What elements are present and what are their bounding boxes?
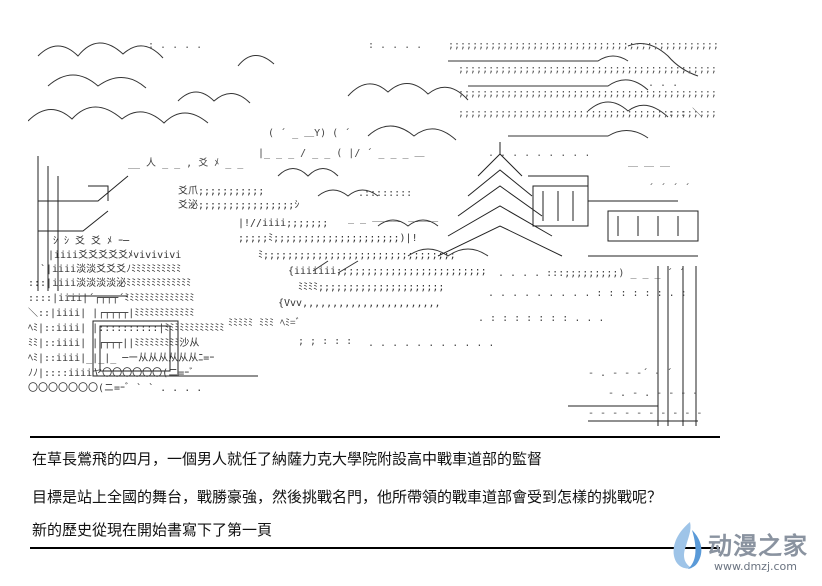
caption-line-3: 新的歷史從現在開始書寫下了第一頁 — [32, 521, 273, 539]
dmzj-logo-icon — [673, 522, 702, 569]
bottom-divider — [30, 547, 720, 549]
svg-text:__ 人 _ _ , 爻 ﾒ _ _: __ 人 _ _ , 爻 ﾒ _ _ — [128, 157, 244, 169]
top-divider — [30, 436, 720, 438]
svg-text:爻泌;;;;;;;;;;;;;;;;ｼ: 爻泌;;;;;;;;;;;;;;;;ｼ — [178, 198, 299, 211]
svg-text:|iiii爻爻爻爻爻ﾒvivivivi: |iiii爻爻爻爻爻ﾒvivivivi — [48, 249, 181, 261]
svg-text:;;;;;;;;;;;;;;;;;;;;;;;;;;;;;;: ;;;;;;;;;;;;;;;;;;;;;;;;;;;;;;;;;;;;;;;;… — [458, 88, 717, 99]
svg-text:: : ＼: : : ＼ — [668, 107, 702, 119]
svg-text:{iiiiiii;;;;;;;;;;;;;;;;;;;;;;: {iiiiiii;;;;;;;;;;;;;;;;;;;;;;;;; — [288, 266, 487, 277]
svg-text:.::::::::: .:::::::: — [358, 188, 412, 199]
svg-text:- . - - -´ - ´: - . - - -´ - ´ — [588, 367, 672, 379]
svg-text:ﾐﾐ|::iiii| |┌┬┬┬||ﾐﾐﾐﾐﾐﾐﾐﾐﾐ沙从: ﾐﾐ|::iiii| |┌┬┬┬||ﾐﾐﾐﾐﾐﾐﾐﾐﾐ沙从 — [28, 337, 199, 349]
svg-text:; ; : : :: ; ; : : : — [298, 336, 352, 347]
svg-text:ﾍﾐ|::iiii|_|_|_ ─ー从从从从从从ﾆ=ｰ: ﾍﾐ|::iiii|_|_|_ ─ー从从从从从从ﾆ=ｰ — [28, 353, 214, 364]
svg-text:´ ´ ´ ´: ´ ´ ´ ´ — [648, 182, 690, 194]
svg-text:ﾐﾐﾐﾐ;;;;;;;;;;;;;;;;;;;;;: ﾐﾐﾐﾐ;;;;;;;;;;;;;;;;;;;;; — [298, 282, 444, 293]
svg-text:`|iiii淡淡爻爻爻ﾉﾐﾐﾐﾐﾐﾐﾐﾐﾐﾐ: `|iiii淡淡爻爻爻ﾉﾐﾐﾐﾐﾐﾐﾐﾐﾐﾐ — [40, 263, 181, 275]
svg-text::::|iiii淡淡淡淡泌ﾐﾐﾐﾐﾐﾐﾐﾐﾐﾐﾐﾐﾐ: :::|iiii淡淡淡淡泌ﾐﾐﾐﾐﾐﾐﾐﾐﾐﾐﾐﾐﾐ — [28, 276, 191, 289]
watermark-url: www.dmzj.com — [714, 560, 797, 573]
ascii-buildings-left — [37, 156, 258, 377]
svg-text:|!//iiii;;;;;;;: |!//iiii;;;;;;; — [238, 218, 328, 229]
ascii-trees — [277, 168, 489, 274]
svg-text:ﾉﾉ|::::iiiiヤ〇〇〇〇〇〇(ニ=ｰﾞ: ﾉﾉ|::::iiiiヤ〇〇〇〇〇〇(ニ=ｰﾞ — [28, 367, 194, 379]
svg-text:;;;;;;;;;;;;;;;;;;;;;;;;;;;;;;: ;;;;;;;;;;;;;;;;;;;;;;;;;;;;;;;;;;;;;;;;… — [458, 64, 717, 75]
svg-text:ﾍﾐ|::iiii| |::::::::::|ﾐﾐﾐﾐﾐﾐﾐ: ﾍﾐ|::iiii| |::::::::::|ﾐﾐﾐﾐﾐﾐﾐﾐﾐﾐﾐﾐ — [28, 323, 224, 334]
svg-text:::::|iiii|´┌┬┬┬´ﾐﾐﾐﾐﾐﾐﾐﾐﾐﾐﾐﾐﾐﾐ: ::::|iiii|´┌┬┬┬´ﾐﾐﾐﾐﾐﾐﾐﾐﾐﾐﾐﾐﾐﾐ — [28, 292, 194, 304]
site-watermark: 动漫之家 www.dmzj.com — [664, 520, 814, 580]
svg-text:. . . . :::;;;;;;;;;) _ _ _ ´: . . . . :::;;;;;;;;;) _ _ _ ´ ´ — [498, 267, 685, 279]
svg-text:: . . . .: : . . . . — [148, 40, 202, 51]
ascii-rooftiles: ｼ ｼ 爻 爻 ﾒ ｰ─ |iiii爻爻爻爻爻ﾒvivivivi `|iiii淡… — [28, 185, 487, 394]
svg-text:{Vvv,,,,,,,,,,,,,,,,,,,,,,,: {Vvv,,,,,,,,,,,,,,,,,,,,,,, — [278, 298, 441, 309]
ascii-dot-texture: : . . . . : . . . . ;;;;;;;;;;;;;;;;;;;;… — [148, 40, 720, 194]
ascii-right-dots: . . . . :::;;;;;;;;;) _ _ _ ´ ´ . . . . … — [128, 127, 702, 419]
caption-line-2: 目標是站上全國的舞台，戰勝豪強，然後挑戰名門，他所帶領的戰車道部會受到怎樣的挑戰… — [32, 488, 663, 506]
watermark-site-name: 动漫之家 — [708, 532, 808, 560]
ascii-buildings-right — [528, 175, 699, 426]
svg-text:;;;;;;;;;;;;;;;;;;;;;;;;;;;;;;: ;;;;;;;;;;;;;;;;;;;;;;;;;;;;;;;;;;;;;;;;… — [448, 40, 720, 51]
svg-text:- . - . - - - -: - . - . - - - - — [608, 388, 698, 399]
svg-text:|_ _ _ / _ _ ( |/ ´ _ _ _ ＿: |_ _ _ / _ _ ( |/ ´ _ _ _ ＿ — [258, 147, 425, 159]
ascii-art-illustration: : . . . . : . . . . ;;;;;;;;;;;;;;;;;;;;… — [28, 26, 720, 428]
svg-text:ﾐ;;;;;;;;;;;;;;;;;;;;;;;;;;;;;: ﾐ;;;;;;;;;;;;;;;;;;;;;;;;;;;;;;;; — [258, 250, 456, 261]
svg-text:. . . . . . . . . . .: . . . . . . . . . . . — [368, 338, 494, 349]
svg-text:＼::|iiii| |┌┬┬┬┬|ﾐﾐﾐﾐﾐﾐﾐﾐﾐﾐﾐﾐ: ＼::|iiii| |┌┬┬┬┬|ﾐﾐﾐﾐﾐﾐﾐﾐﾐﾐﾐﾐ — [28, 307, 194, 319]
svg-text:. . .: . . . — [648, 78, 678, 89]
svg-text:_ _ ＿＿＿ ＿＿＿: _ _ ＿＿＿ ＿＿＿ — [348, 213, 438, 224]
svg-text:- - - - - - - - - -: - - - - - - - - - - — [588, 408, 702, 419]
svg-text:. : : : : : : : . . .: . : : : : : : : . . . — [478, 313, 604, 324]
svg-text:ﾐﾐﾐﾐﾐ ﾐﾐﾐ ﾍﾐ=ﾞ: ﾐﾐﾐﾐﾐ ﾐﾐﾐ ﾍﾐ=ﾞ — [228, 317, 301, 329]
svg-text:: . . . .: : . . . . — [368, 40, 422, 51]
ascii-clouds — [28, 42, 699, 141]
svg-text:〇〇〇〇〇〇〇(ニ=ｰﾞ ` ` . . . .: 〇〇〇〇〇〇〇(ニ=ｰﾞ ` ` . . . . — [28, 382, 202, 394]
svg-text:＿ ＿ ＿: ＿ ＿ ＿ — [628, 158, 670, 169]
svg-text:爻爪;;;;;;;;;;;: 爻爪;;;;;;;;;;; — [178, 185, 264, 197]
svg-text:. . . . . . . . .: . . . . . . . . . — [488, 148, 590, 159]
svg-text:;;;;;ﾐ;;;;;;;;;;;;;;;;;;;;;)|!: ;;;;;ﾐ;;;;;;;;;;;;;;;;;;;;;)|! — [238, 233, 418, 244]
svg-text:. . . . . . . . . : : : : : :: . . . . . . . . . : : : : : : . : — [488, 288, 687, 299]
caption-line-1: 在草長鶯飛的四月，一個男人就任了納薩力克大學院附設高中戰車道部的監督 — [32, 450, 543, 468]
svg-text:ｼ ｼ 爻 爻 ﾒ ｰ─: ｼ ｼ 爻 爻 ﾒ ｰ─ — [53, 235, 130, 247]
svg-text:;;;;;;;;;;;;;;;;;;;;;;;;;;;;;;: ;;;;;;;;;;;;;;;;;;;;;;;;;;;;;;;;;;;;;;;;… — [458, 108, 717, 119]
svg-text:( ´ _ ＿Y) ( ´: ( ´ _ ＿Y) ( ´ — [268, 127, 350, 139]
